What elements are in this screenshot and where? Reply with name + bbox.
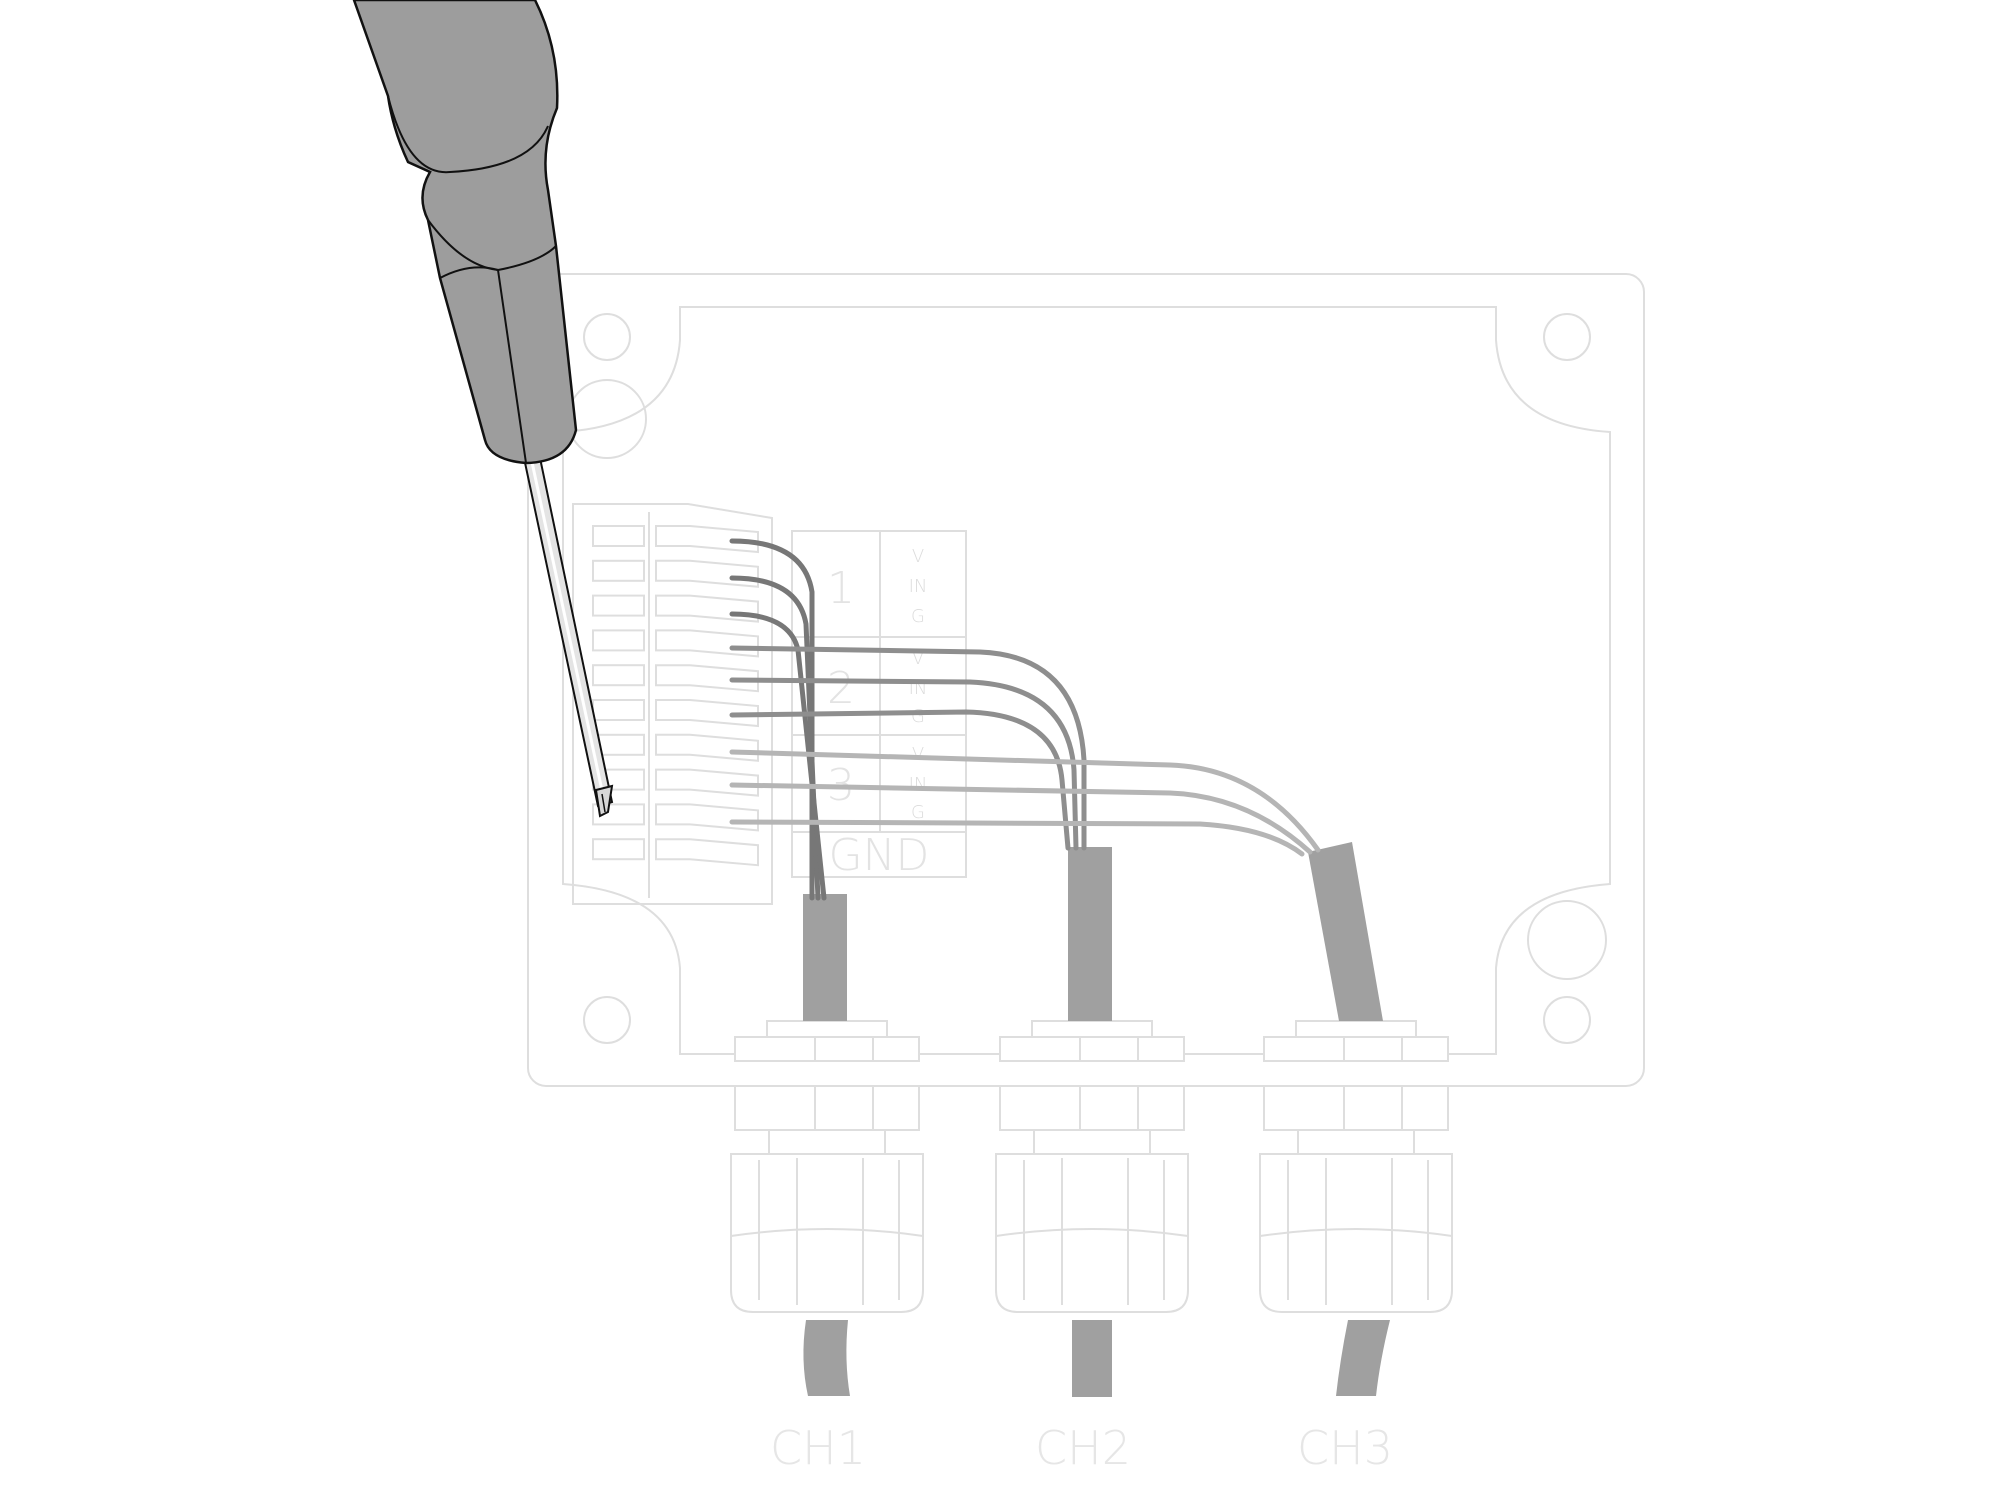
- group-number-1: 1: [827, 563, 855, 614]
- terminal-screw-slot: [592, 699, 645, 721]
- cable-gland-icon: [1259, 1020, 1453, 1313]
- pin-letter-g: G: [911, 706, 925, 727]
- mounting-hole: [583, 313, 631, 361]
- terminal-clamp: [655, 733, 759, 762]
- cable-tail-ch3: [1336, 1320, 1390, 1396]
- terminal-screw-slot: [592, 629, 645, 652]
- cables: [803, 842, 1390, 1397]
- terminal-screw-slot: [592, 838, 645, 861]
- terminal-clamp: [655, 803, 759, 832]
- terminal-screw-slot: [592, 803, 645, 826]
- wire-ch1-v: [729, 538, 815, 901]
- mounting-hole: [1543, 996, 1591, 1044]
- cable-glands: [730, 1020, 1453, 1313]
- cable-tail-ch1: [803, 1320, 850, 1396]
- terminal-screw-slot: [592, 594, 645, 617]
- screwdriver-icon: [352, 0, 614, 818]
- terminal-clamp: [655, 629, 759, 658]
- screwdriver-handle: [352, 0, 578, 465]
- group-number-2: 2: [827, 663, 855, 714]
- channel-label-ch2: CH2: [1035, 1421, 1131, 1475]
- wire-ch3-v: [729, 749, 1321, 853]
- pin-letter-v: V: [912, 546, 924, 567]
- wire-ch3-in: [729, 782, 1313, 855]
- terminal-block: 1 2 3 V IN G V IN G V IN G GND: [572, 503, 967, 905]
- terminal-screw-slot: [592, 664, 645, 687]
- channel-label-ch3: CH3: [1297, 1421, 1393, 1475]
- terminal-clamp: [655, 664, 759, 693]
- pin-letter-v: V: [912, 744, 924, 765]
- pin-letter-in: IN: [909, 774, 928, 795]
- terminal-screw-slot: [592, 559, 645, 582]
- cable-gland-icon: [730, 1020, 924, 1313]
- terminal-block-body: [572, 503, 773, 905]
- wire-ch3-g: [729, 819, 1305, 857]
- pin-letter-g: G: [911, 802, 925, 823]
- terminal-screw-slot: [592, 525, 645, 547]
- pin-letter-in: IN: [909, 576, 928, 597]
- channel-labels: CH1 CH2 CH3: [770, 1421, 1393, 1475]
- terminal-clamp: [655, 594, 759, 623]
- box-inner-cavity: [562, 306, 1611, 1055]
- cable-jacket-ch1: [803, 894, 847, 1021]
- screw-boss: [567, 379, 647, 459]
- screwdriver-tip: [594, 784, 614, 818]
- wire-ch2-g: [729, 709, 1071, 851]
- cable-jacket-ch2: [1068, 847, 1112, 1021]
- cable-jacket-ch3: [1308, 842, 1383, 1021]
- terminal-clamp: [655, 699, 759, 728]
- terminal-slots: [592, 525, 759, 867]
- wire-ch2-in: [729, 677, 1079, 851]
- screw-boss: [1527, 900, 1607, 980]
- mounting-hole: [1543, 313, 1591, 361]
- terminal-clamp: [655, 559, 759, 588]
- pin-letter-g: G: [911, 606, 925, 627]
- terminal-clamp: [655, 768, 759, 797]
- channel-label-ch1: CH1: [770, 1421, 866, 1475]
- wires: [729, 538, 1321, 901]
- terminal-clamp: [655, 525, 759, 554]
- terminal-clamp: [655, 838, 759, 867]
- cable-tail-ch2: [1072, 1320, 1112, 1397]
- cable-gland-icon: [995, 1020, 1189, 1313]
- mounting-hole: [583, 996, 631, 1044]
- wire-ch1-in: [729, 575, 821, 901]
- ground-label: GND: [829, 830, 930, 881]
- wire-ch2-v: [729, 645, 1087, 851]
